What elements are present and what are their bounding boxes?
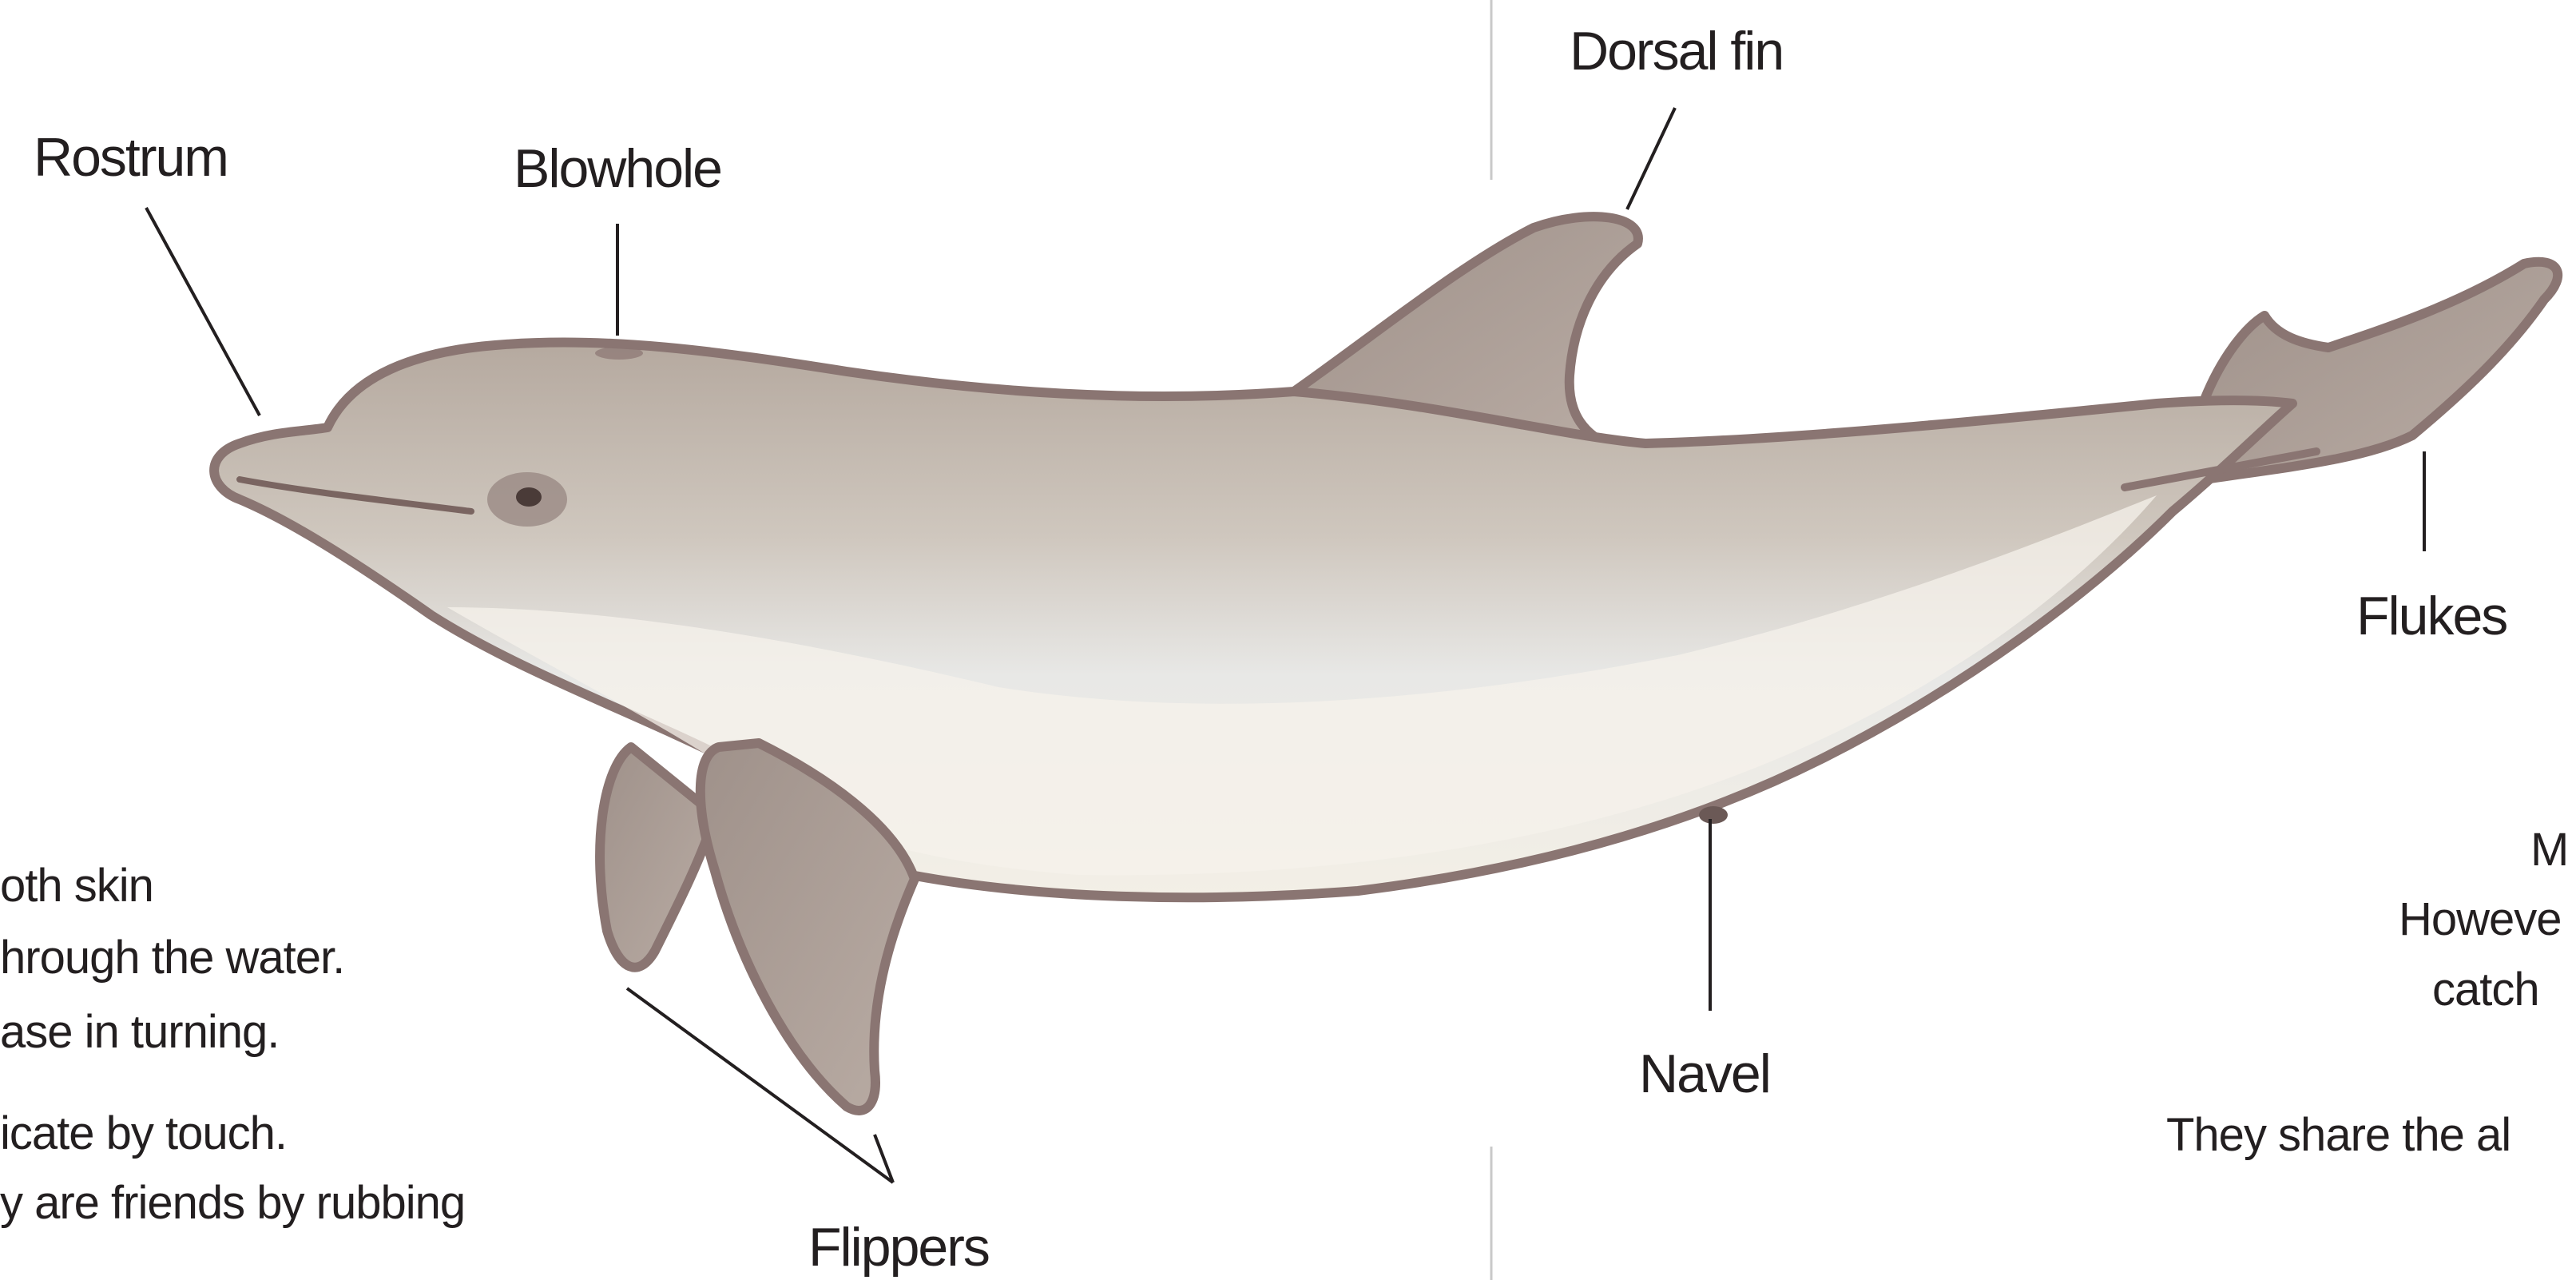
dorsal-fin-label: Dorsal fin: [1570, 20, 1783, 82]
flukes-label: Flukes: [2356, 585, 2507, 647]
rostrum-leader: [146, 208, 260, 415]
blowhole-label: Blowhole: [514, 137, 721, 200]
right-text-line-2: Howeve: [2399, 896, 2562, 943]
eye-pupil: [516, 487, 542, 507]
left-text-line-1: oth skin: [0, 863, 153, 909]
left-text-line-2: hrough the water.: [0, 935, 344, 981]
rostrum-label: Rostrum: [34, 126, 228, 189]
left-text-line-4: icate by touch.: [0, 1111, 287, 1157]
right-text-line-1: M: [2530, 827, 2568, 873]
navel-label: Navel: [1639, 1043, 1770, 1105]
flippers-label: Flippers: [808, 1216, 989, 1278]
left-text-line-3: ase in turning.: [0, 1009, 279, 1055]
right-text-line-4: They share the al: [2166, 1112, 2511, 1159]
navel-mark: [1699, 806, 1728, 824]
blowhole-mark: [595, 347, 643, 360]
left-text-line-5: y are friends by rubbing: [0, 1180, 465, 1226]
dorsal-fin-leader: [1627, 108, 1675, 209]
tail-flukes: [2205, 262, 2558, 479]
right-text-line-3: catch: [2432, 967, 2539, 1013]
